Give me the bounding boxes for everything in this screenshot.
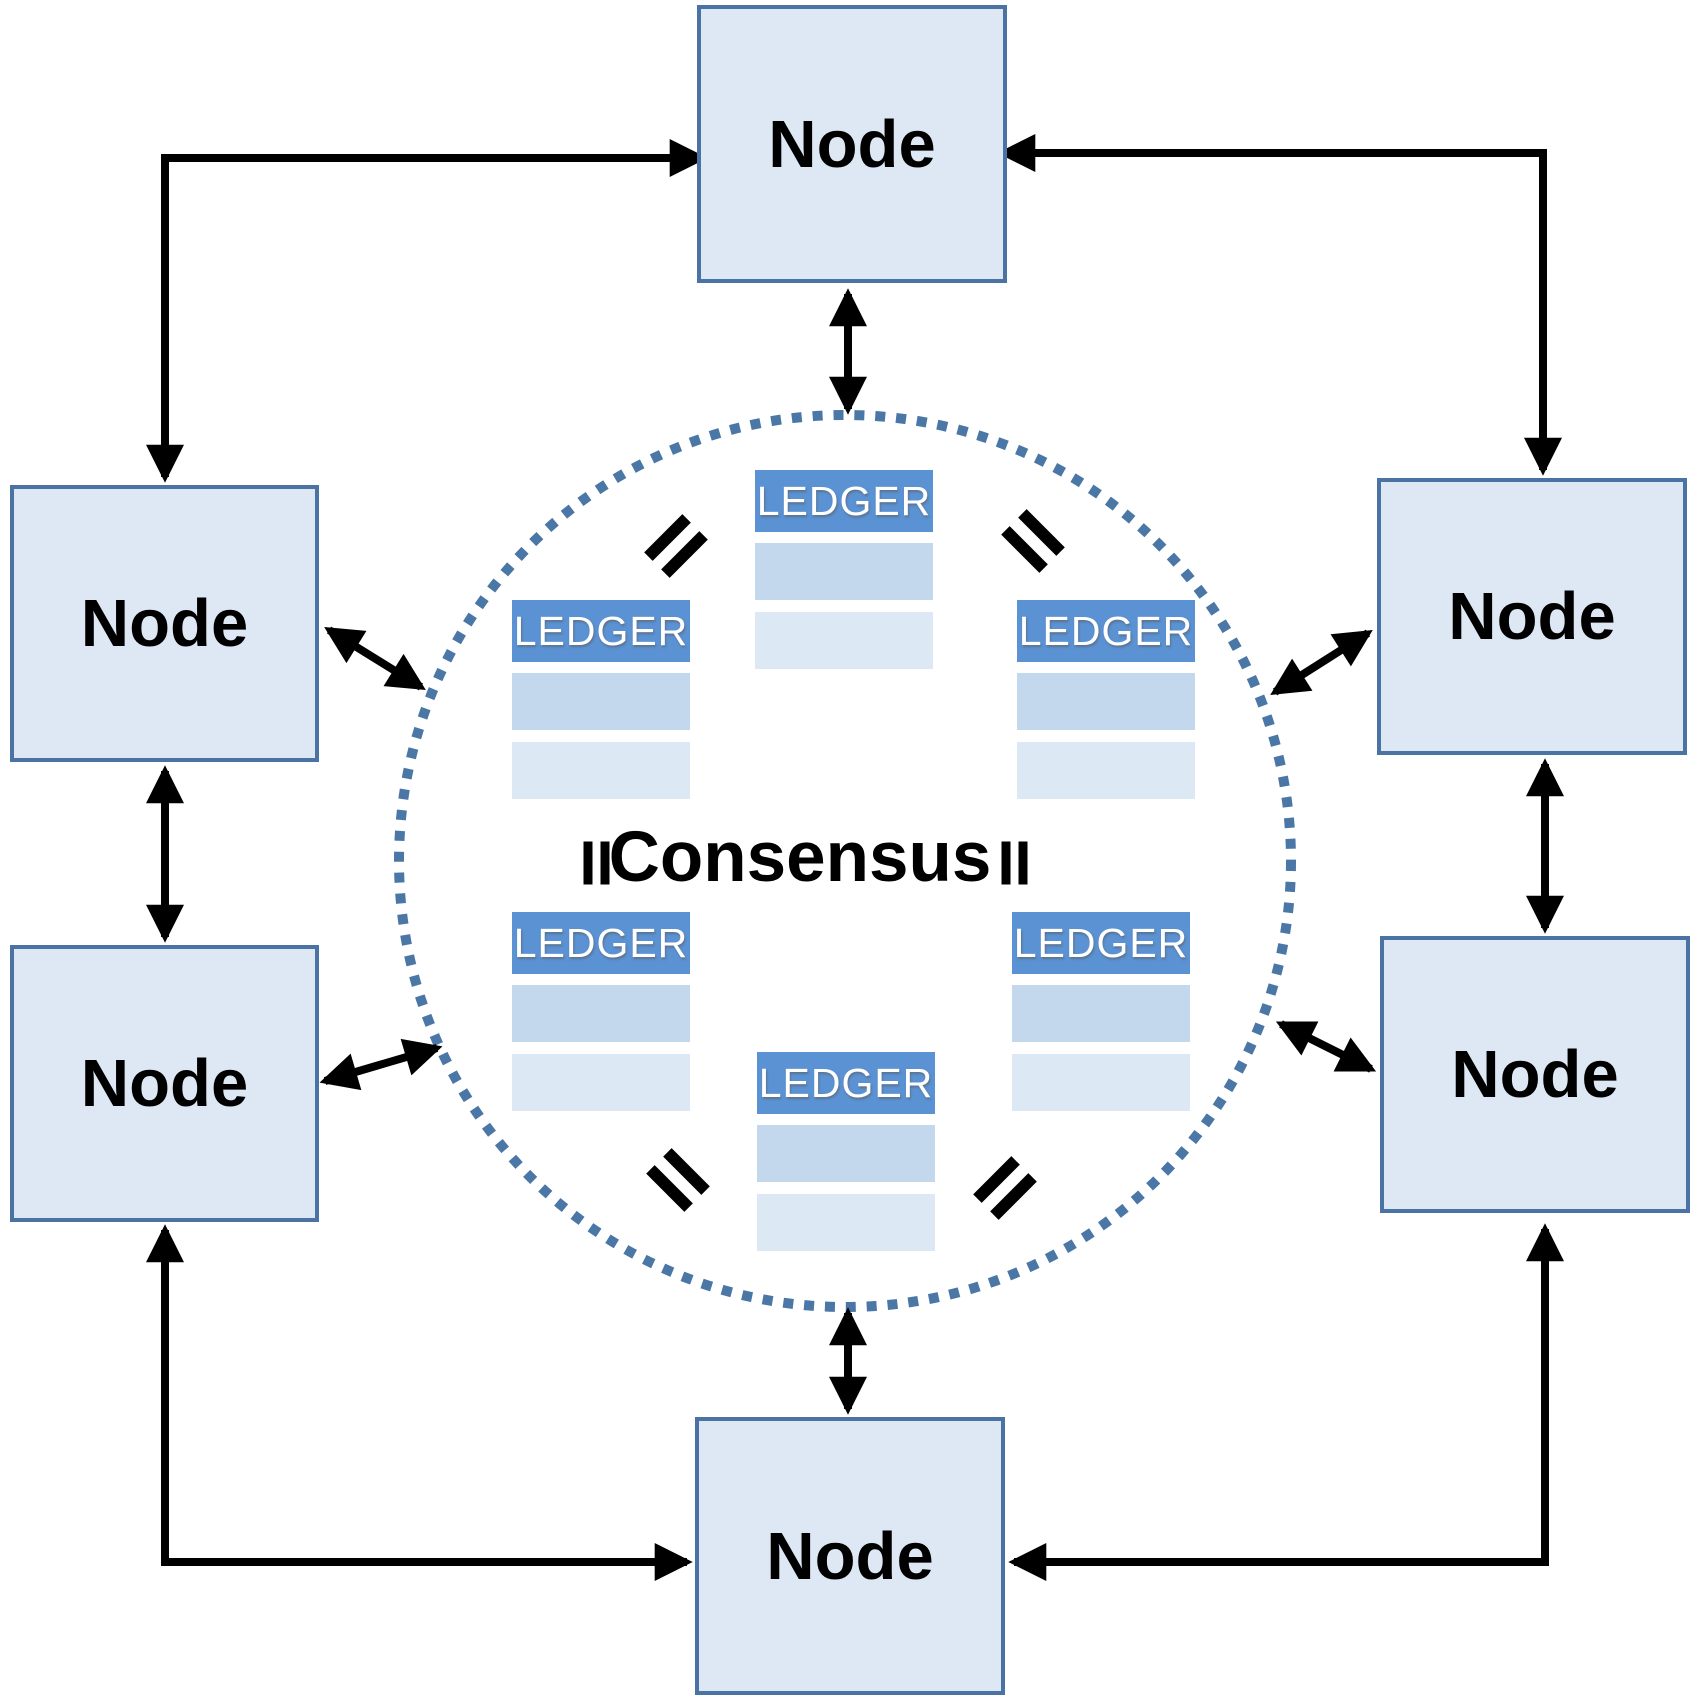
- node-box-left-lower: Node: [10, 945, 319, 1222]
- ledger-table-lower-right: LEDGER: [1012, 912, 1190, 1111]
- ledger-header: LEDGER: [512, 600, 690, 662]
- ledger-row: [755, 543, 933, 600]
- node-box-bottom: Node: [695, 1417, 1005, 1695]
- node-box-right-upper: Node: [1377, 478, 1687, 755]
- consensus-label: Consensus: [608, 817, 992, 897]
- arrow-left-upper-node-circle: [324, 626, 426, 691]
- ledger-header: LEDGER: [755, 470, 933, 532]
- ledger-table-upper-left: LEDGER: [512, 600, 690, 799]
- ledger-table-upper-right: LEDGER: [1017, 600, 1195, 799]
- arrow-top-node-left-upper: [146, 139, 708, 483]
- ledger-table-lower-left: LEDGER: [512, 912, 690, 1111]
- ledger-row: [1017, 742, 1195, 799]
- node-box-top: Node: [697, 5, 1007, 283]
- node-box-left-upper: Node: [10, 485, 319, 762]
- arrow-bottom-node-right-lower: [1008, 1223, 1564, 1581]
- ledger-table-top: LEDGER: [755, 470, 933, 669]
- arrow-bottom-node-left-lower: [146, 1224, 693, 1581]
- arrow-left-lower-node-circle: [319, 1038, 443, 1091]
- ledger-row: [1012, 1054, 1190, 1111]
- consensus-circle: [394, 410, 1296, 1312]
- arrow-right-upper-node-circle: [1270, 629, 1373, 696]
- ledger-row: [512, 985, 690, 1042]
- ledger-header: LEDGER: [512, 912, 690, 974]
- arrow-top-node-right-upper: [997, 134, 1562, 476]
- ledger-row: [512, 1054, 690, 1111]
- ledger-header: LEDGER: [757, 1052, 935, 1114]
- ledger-row: [757, 1194, 935, 1251]
- ledger-row: [1012, 985, 1190, 1042]
- ledger-row: [1017, 673, 1195, 730]
- ledger-row: [512, 742, 690, 799]
- ledger-header: LEDGER: [1017, 600, 1195, 662]
- ledger-row: [755, 612, 933, 669]
- ledger-row: [757, 1125, 935, 1182]
- ledger-row: [512, 673, 690, 730]
- arrow-right-lower-node-circle: [1275, 1020, 1377, 1073]
- ledger-table-bottom: LEDGER: [757, 1052, 935, 1251]
- equals-icon: [998, 841, 1032, 885]
- node-box-right-lower: Node: [1380, 936, 1690, 1213]
- ledger-header: LEDGER: [1012, 912, 1190, 974]
